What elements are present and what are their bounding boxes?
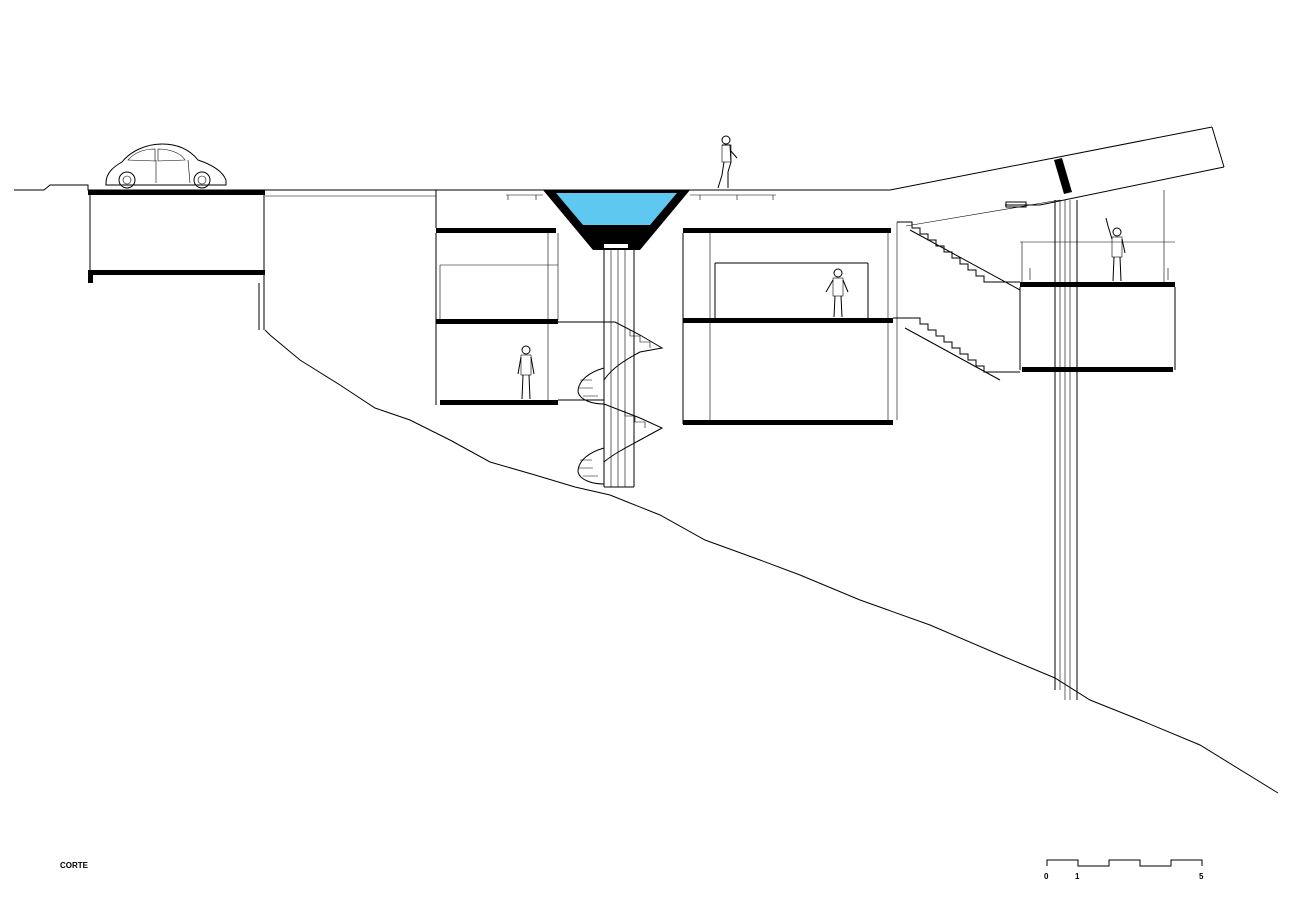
scale-label-5: 5	[1199, 872, 1204, 881]
scale-label-1: 1	[1075, 872, 1080, 881]
person-figure-icon	[517, 345, 535, 400]
sloped-roof	[889, 126, 1225, 208]
left-block	[435, 228, 604, 405]
person-figure-icon	[1105, 217, 1126, 282]
terrain-line	[14, 184, 1279, 794]
straight-stairs	[893, 199, 1061, 381]
drawing-title: CORTE	[60, 861, 89, 870]
person-figure-icon	[825, 268, 849, 318]
scale-bar: 0 1 5	[1044, 859, 1204, 881]
lookout-deck	[1019, 190, 1176, 700]
right-block	[682, 222, 898, 425]
person-figure-icon	[717, 135, 738, 189]
garage-structure	[88, 189, 436, 330]
spiral-stair	[558, 321, 664, 485]
pool	[543, 190, 690, 250]
scale-label-0: 0	[1044, 872, 1049, 881]
car-icon	[105, 143, 227, 189]
